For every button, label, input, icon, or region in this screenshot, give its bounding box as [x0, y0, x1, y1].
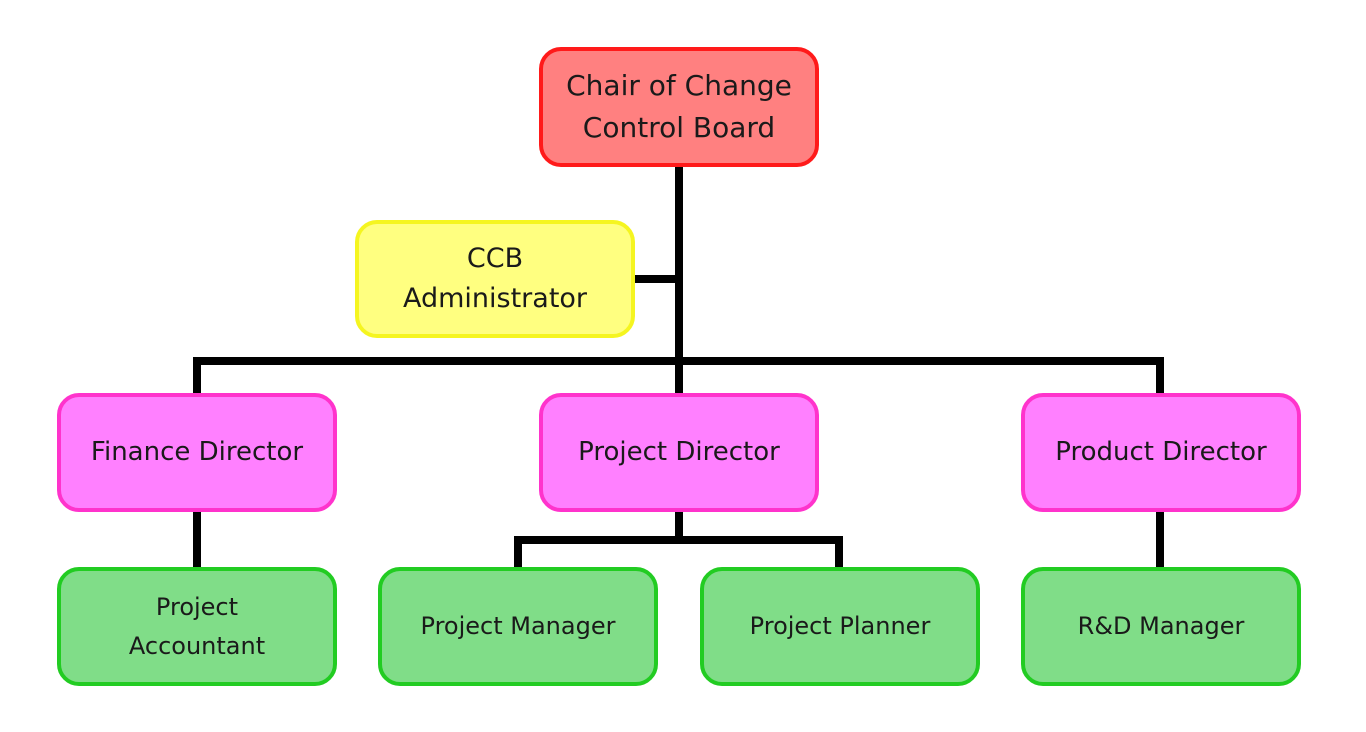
finance-director-node: Finance Director — [57, 393, 337, 512]
project-director-label: Project Director — [578, 437, 780, 467]
product-director-label: Product Director — [1055, 437, 1267, 467]
project-manager-label: Project Manager — [420, 612, 616, 641]
chair-label: Chair of Change Control Board — [566, 69, 792, 144]
finance-director-label: Finance Director — [90, 437, 304, 467]
project-director-node: Project Director — [539, 393, 819, 512]
project-accountant-label: Project Accountant — [128, 593, 266, 660]
project-planner-label: Project Planner — [749, 612, 931, 641]
rd-manager-node: R&D Manager — [1021, 567, 1301, 686]
ccb-administrator-node: CCB Administrator — [355, 220, 635, 338]
project-planner-node: Project Planner — [700, 567, 980, 686]
rd-manager-label: R&D Manager — [1077, 612, 1245, 641]
admin-label: CCB Administrator — [402, 242, 588, 315]
product-director-node: Product Director — [1021, 393, 1301, 512]
project-accountant-node: Project Accountant — [57, 567, 337, 686]
project-manager-node: Project Manager — [378, 567, 658, 686]
chair-of-change-control-board-node: Chair of Change Control Board — [539, 47, 819, 167]
